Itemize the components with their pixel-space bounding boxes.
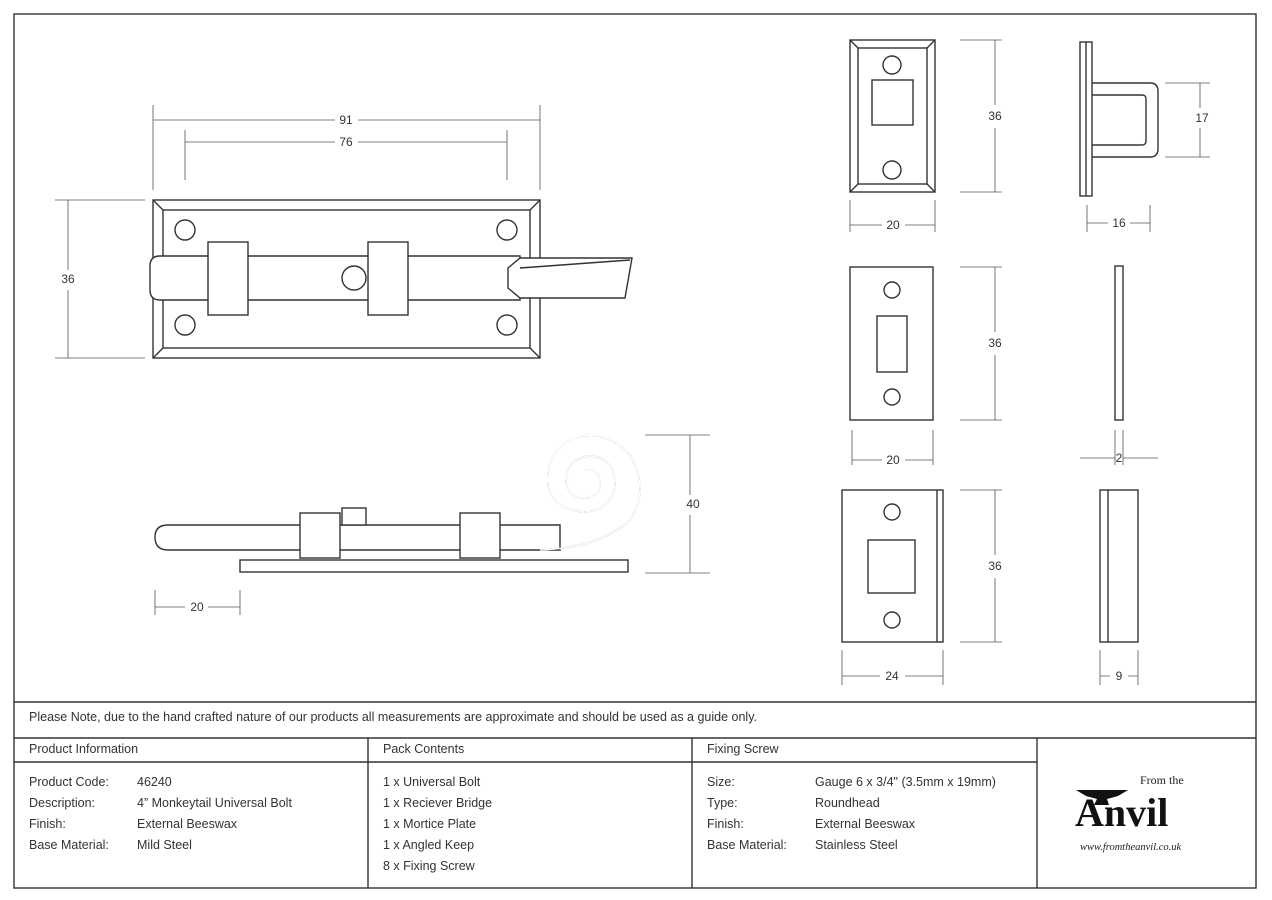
dim-keep-width: 20 (886, 218, 900, 232)
label: Size: (707, 775, 735, 789)
base-material: Mild Steel (137, 838, 192, 852)
pack-contents-heading: Pack Contents (383, 742, 465, 756)
angled-keep-dimensions (841, 489, 1139, 685)
mortice-plate-view (849, 265, 1124, 421)
list-item: 1 x Mortice Plate (383, 817, 477, 831)
side-dimensions (154, 434, 710, 615)
bolt-front-view (149, 199, 633, 359)
anvil-icon (1076, 790, 1128, 805)
bolt-side-view (154, 434, 641, 573)
dim-side-height: 40 (686, 497, 700, 511)
list-item: 8 x Fixing Screw (383, 859, 475, 873)
dim-plate-thickness: 2 (1116, 451, 1123, 465)
product-code: 46240 (137, 775, 172, 789)
screw-material: Stainless Steel (815, 838, 898, 852)
screw-type: Roundhead (815, 796, 880, 810)
label: Finish: (29, 817, 66, 831)
sheet-border (13, 13, 1257, 889)
screw-size: Gauge 6 x 3/4" (3.5mm x 19mm) (815, 775, 996, 789)
list-item: 1 x Universal Bolt (383, 775, 481, 789)
dim-angled-depth: 9 (1116, 669, 1123, 683)
screw-finish: External Beeswax (815, 817, 916, 831)
dim-plate-width: 20 (886, 453, 900, 467)
fixing-screw-heading: Fixing Screw (707, 742, 779, 756)
label: Type: (707, 796, 738, 810)
fixing-screw-table: Size: Gauge 6 x 3/4" (3.5mm x 19mm) Type:… (707, 772, 996, 856)
bridge-dimensions (849, 39, 1210, 232)
label: Base Material: (29, 838, 109, 852)
dim-side-offset: 20 (190, 600, 204, 614)
from-the-anvil-logo: From the Anvil www.fromtheanvil.co.uk (1075, 773, 1184, 853)
description: 4” Monkeytail Universal Bolt (137, 796, 292, 810)
dim-keep-side-height: 17 (1195, 111, 1209, 125)
pack-contents-list: 1 x Universal Bolt 1 x Reciever Bridge 1… (383, 772, 492, 877)
receiver-bridge-view (849, 39, 1159, 197)
label: Description: (29, 796, 95, 810)
label: Finish: (707, 817, 744, 831)
angled-keep-view (841, 489, 1139, 643)
front-dimensions (55, 105, 541, 359)
logo-url: www.fromtheanvil.co.uk (1080, 842, 1182, 853)
label: Product Code: (29, 775, 109, 789)
product-info-table: Product Code: 46240 Description: 4” Monkey… (29, 772, 292, 856)
finish: External Beeswax (137, 817, 238, 831)
logo-from-the: From the (1140, 773, 1184, 787)
list-item: 1 x Angled Keep (383, 838, 475, 852)
dim-hole-spacing: 76 (339, 135, 353, 149)
dim-front-width: 91 (339, 113, 353, 127)
dim-plate-height: 36 (988, 336, 1002, 350)
dim-keep-side-depth: 16 (1112, 216, 1126, 230)
dim-angled-height: 36 (988, 559, 1002, 573)
label: Base Material: (707, 838, 787, 852)
list-item: 1 x Reciever Bridge (383, 796, 493, 810)
dim-front-height: 36 (61, 272, 75, 286)
dim-keep-height: 36 (988, 109, 1002, 123)
plate-dimensions (851, 266, 1158, 465)
dim-angled-width: 24 (885, 669, 899, 683)
product-info-heading: Product Information (29, 742, 139, 756)
logo-brand: Anvil (1075, 790, 1168, 835)
measurement-note: Please Note, due to the hand crafted nat… (29, 710, 758, 724)
